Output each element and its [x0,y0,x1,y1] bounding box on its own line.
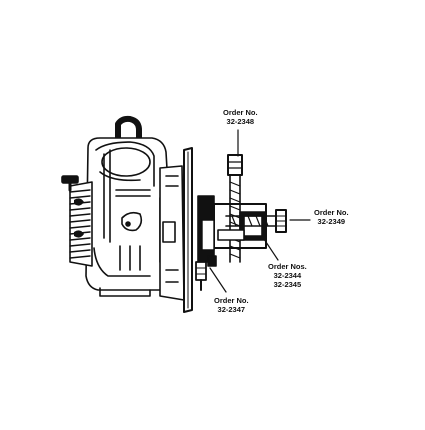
flywheel-disc [183,147,193,313]
callout-top-bolt: Order No. 32-2348 [223,108,258,126]
callout-bottom-bolt: Order No. 32-2347 [214,296,249,314]
side-screw [225,209,287,233]
cooling-fins [69,181,93,267]
callout-plates: Order Nos. 32-2344 32-2345 [268,262,307,289]
spacer-plates [201,219,245,251]
leader-plates [261,235,279,261]
leader-lines [209,129,311,293]
lifting-handle [115,115,142,146]
engine-body [85,137,171,297]
leader-bottom-bolt [209,267,227,293]
callout-side-screw: Order No. 32-2349 [314,208,349,226]
bottom-bolt [195,255,217,291]
oil-cap [61,175,79,192]
crankcase [159,165,185,301]
